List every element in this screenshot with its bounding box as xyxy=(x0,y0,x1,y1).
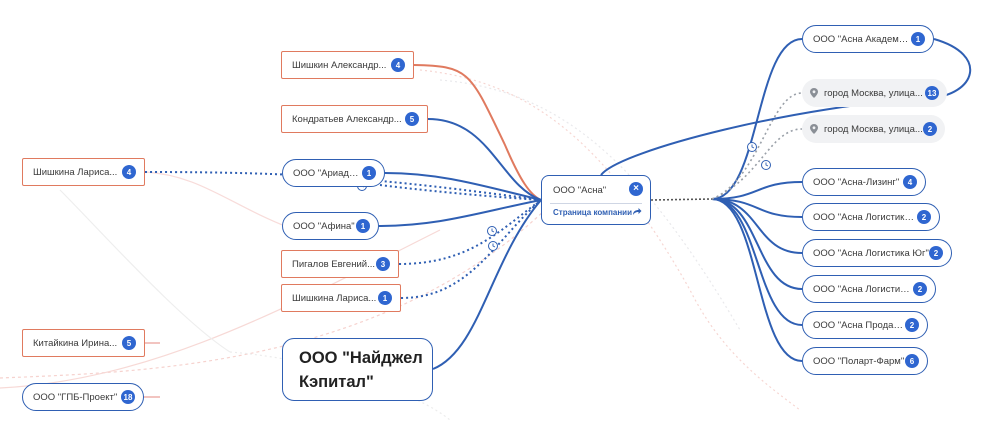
node-label: Шишкин Александр... xyxy=(292,59,387,71)
edge-lizing xyxy=(711,181,803,200)
node-label: город Москва, улица... xyxy=(824,123,923,135)
node-pigalov[interactable]: Пигалов Евгений...3 xyxy=(281,250,399,278)
edge-shishkin xyxy=(413,64,542,201)
node-produkt[interactable]: ООО "Асна Продакт"2 xyxy=(802,311,928,339)
node-kondratyev[interactable]: Кондратьев Александр...5 xyxy=(281,105,428,133)
node-logistika_dots[interactable]: ООО "Асна Логистика...2 xyxy=(802,203,940,231)
big-node-label: ООО "Найджел Кэпитал" xyxy=(299,349,423,391)
node-addr2[interactable]: город Москва, улица...2 xyxy=(802,115,945,143)
count-badge: 13 xyxy=(925,86,939,100)
count-badge: 4 xyxy=(122,165,136,179)
node-ariadna[interactable]: ООО "Ариадна"1 xyxy=(282,159,385,187)
edge-afina xyxy=(378,199,542,227)
node-label: ООО "Асна Логистика Юг" xyxy=(813,247,929,259)
node-label: ООО "ГПБ-Проект" xyxy=(33,391,118,403)
node-label: Пигалов Евгений... xyxy=(292,258,375,270)
edge-logistika_dots xyxy=(711,198,803,218)
faded-edge xyxy=(229,351,451,421)
edge-addr1 xyxy=(711,92,803,200)
node-akademiya[interactable]: ООО "Асна Академия"1 xyxy=(802,25,934,53)
location-pin-icon xyxy=(810,88,818,98)
share-arrow-icon xyxy=(633,208,642,215)
node-shishkina2[interactable]: Шишкина Лариса...1 xyxy=(281,284,401,312)
node-polart[interactable]: ООО "Поларт-Фарм"6 xyxy=(802,347,928,375)
node-label: город Москва, улица... xyxy=(824,87,923,99)
company-page-link[interactable]: Страница компании xyxy=(553,208,633,217)
edge-akademiya xyxy=(711,38,803,200)
center-company-title: ООО "Асна" xyxy=(553,185,607,196)
node-afina[interactable]: ООО "Афина"1 xyxy=(282,212,379,240)
count-badge: 1 xyxy=(911,32,925,46)
count-badge: 2 xyxy=(917,210,931,224)
faded-edge xyxy=(0,209,546,379)
node-label: ООО "Афина" xyxy=(293,220,355,232)
count-badge: 3 xyxy=(376,257,390,271)
count-badge: 5 xyxy=(405,112,419,126)
node-label: ООО "Асна Логистика" xyxy=(813,283,913,295)
node-label: ООО "Поларт-Фарм" xyxy=(813,355,905,367)
faded-edge xyxy=(144,171,291,229)
edge-center-hub xyxy=(650,198,713,201)
node-gpb[interactable]: ООО "ГПБ-Проект"18 xyxy=(22,383,144,411)
card-divider xyxy=(550,203,642,204)
count-badge: 2 xyxy=(929,246,943,260)
clock-icon xyxy=(487,226,497,236)
close-icon[interactable]: × xyxy=(629,182,643,196)
clock-icon xyxy=(747,142,757,152)
edge-big-node xyxy=(432,199,542,370)
faded-edge xyxy=(419,69,801,411)
edge-kondratyev xyxy=(427,118,542,201)
count-badge: 6 xyxy=(905,354,919,368)
edge-ariadna xyxy=(384,172,542,201)
edge-shishkina2 xyxy=(400,199,542,299)
node-label: ООО "Асна-Лизинг" xyxy=(813,176,900,188)
node-logistika_yug[interactable]: ООО "Асна Логистика Юг"2 xyxy=(802,239,952,267)
node-label: ООО "Асна Логистика... xyxy=(813,211,917,223)
count-badge: 2 xyxy=(905,318,919,332)
node-label: ООО "Асна Академия" xyxy=(813,33,911,45)
node-label: Шишкина Лариса... xyxy=(292,292,377,304)
node-label: Кондратьев Александр... xyxy=(292,113,402,125)
edge-ariadna-dotted xyxy=(379,184,542,201)
faded-edge xyxy=(59,189,231,353)
count-badge: 18 xyxy=(121,390,135,404)
count-badge: 5 xyxy=(122,336,136,350)
big-company-node[interactable]: ООО "Найджел Кэпитал" xyxy=(282,338,433,401)
node-label: Шишкина Лариса... xyxy=(33,166,118,178)
node-label: ООО "Ариадна" xyxy=(293,167,362,179)
node-label: ООО "Асна Продакт" xyxy=(813,319,905,331)
count-badge: 2 xyxy=(923,122,937,136)
clock-icon xyxy=(761,160,771,170)
edge-addr2 xyxy=(711,128,803,200)
location-pin-icon xyxy=(810,124,818,134)
node-kitaykina[interactable]: Китайкина Ирина... 5 xyxy=(22,329,145,357)
node-lizing[interactable]: ООО "Асна-Лизинг"4 xyxy=(802,168,926,196)
count-badge: 1 xyxy=(378,291,392,305)
node-label: Китайкина Ирина... xyxy=(33,337,118,349)
count-badge: 1 xyxy=(362,166,376,180)
node-logistika[interactable]: ООО "Асна Логистика"2 xyxy=(802,275,936,303)
edge-polart xyxy=(711,198,803,362)
center-company-card[interactable]: ООО "Асна" × Страница компании xyxy=(541,175,651,225)
count-badge: 4 xyxy=(391,58,405,72)
edge-pigalov xyxy=(398,199,542,265)
count-badge: 4 xyxy=(903,175,917,189)
edge-logistika_yug xyxy=(711,198,803,254)
count-badge: 2 xyxy=(913,282,927,296)
node-shishkina1[interactable]: Шишкина Лариса... 4 xyxy=(22,158,145,186)
clock-icon xyxy=(488,241,498,251)
node-shishkin[interactable]: Шишкин Александр... 4 xyxy=(281,51,414,79)
edge-akademiya-loop xyxy=(600,38,972,176)
count-badge: 1 xyxy=(356,219,370,233)
node-addr1[interactable]: город Москва, улица...13 xyxy=(802,79,947,107)
